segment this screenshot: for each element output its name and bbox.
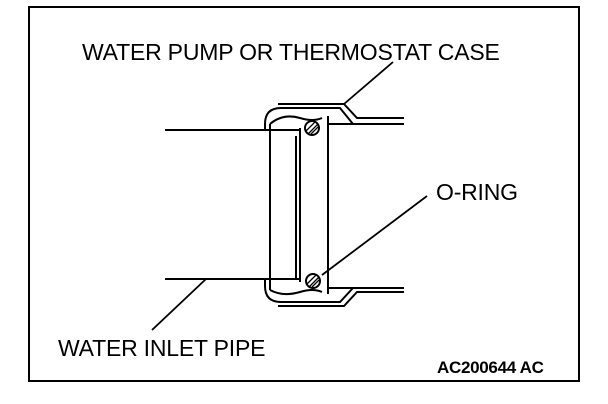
o-ring-lower [305,273,321,289]
label-inlet-pipe: WATER INLET PIPE [58,335,266,361]
figure-code: AC200644 AC [437,358,544,377]
pipe-bead-upper [269,115,323,125]
figure-frame [28,6,580,382]
leader-case [343,61,394,105]
label-case: WATER PUMP OR THERMOSTAT CASE [82,39,500,65]
pipe-bead-lower [269,289,323,296]
leader-inlet-pipe [151,278,207,331]
leader-o-ring [321,195,428,276]
case-upper-contour [264,107,404,130]
label-o-ring: O-RING [436,179,518,205]
case-lower-contour-inner [278,291,404,307]
case-upper-contour-inner [278,103,404,119]
o-ring-upper [304,120,320,136]
case-lower-contour [264,279,404,303]
